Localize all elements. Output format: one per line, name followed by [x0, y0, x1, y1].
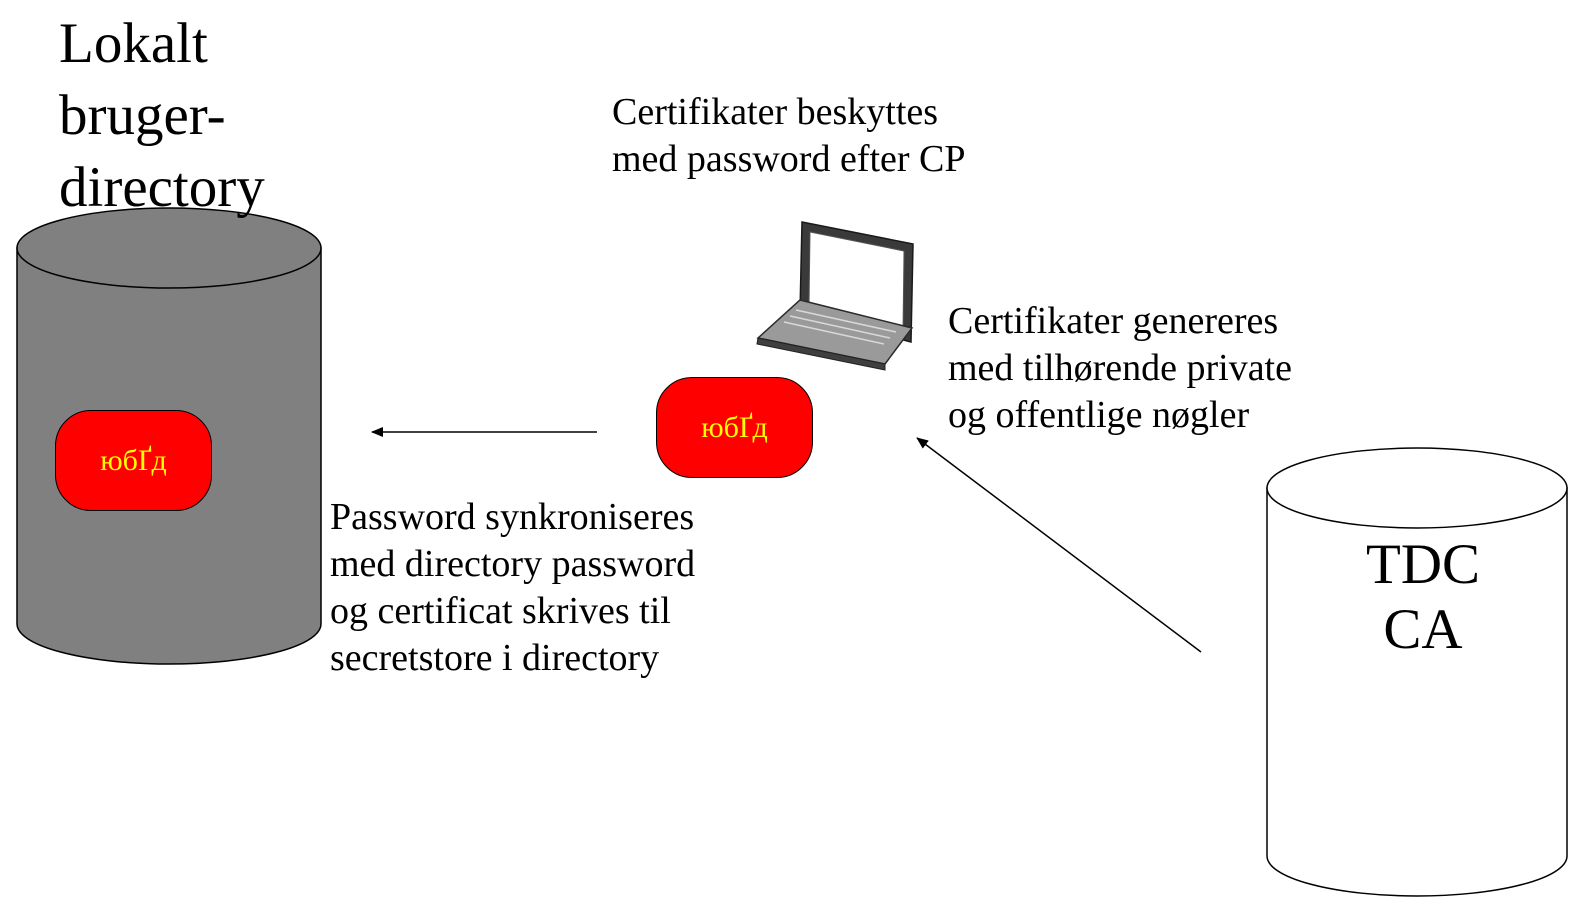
directory-secret-badge: юбҐд	[55, 410, 212, 511]
generate-note-line: med tilhørende private	[948, 347, 1292, 389]
laptop-secret-badge-label: юбҐд	[701, 410, 768, 444]
sync-note-line: og certificat skrives til	[330, 590, 671, 632]
ca-label-line: TDC	[1366, 533, 1480, 596]
sync-note-line: secretstore i directory	[330, 637, 660, 679]
ca-cylinder-body	[1266, 487, 1568, 897]
laptop-base-front-edge	[756, 337, 886, 371]
laptop-secret-badge: юбҐд	[656, 377, 813, 478]
ca-cylinder	[1266, 447, 1568, 897]
laptop-icon	[756, 221, 914, 371]
issue-arrow	[916, 437, 1202, 653]
laptop-key-row	[795, 309, 897, 333]
sync-note-line: med directory password	[330, 543, 696, 585]
ca-cylinder-top	[1266, 447, 1568, 529]
generate-note-line: og offentlige nøgler	[948, 394, 1250, 436]
laptop-key-row	[783, 321, 885, 345]
directory-title-line: directory	[59, 156, 265, 219]
directory-secret-badge-label: юбҐд	[100, 443, 167, 477]
ca-label-line: CA	[1383, 598, 1463, 661]
ca-label: TDC CA	[1268, 532, 1578, 662]
directory-cylinder-top	[16, 207, 322, 289]
protect-note-line: Certifikater beskyttes	[612, 91, 939, 133]
generate-note: Certifikater genereres med tilhørende pr…	[948, 298, 1292, 439]
generate-note-line: Certifikater genereres	[948, 300, 1279, 342]
directory-title-line: bruger-	[59, 84, 226, 147]
sync-note-line: Password synkroniseres	[330, 496, 695, 538]
protect-note: Certifikater beskyttes med password efte…	[612, 89, 966, 183]
directory-title-line: Lokalt	[59, 12, 208, 75]
directory-title: Lokalt bruger- directory	[59, 8, 265, 224]
sync-note: Password synkroniseres med directory pas…	[330, 494, 695, 682]
laptop-key-row	[789, 315, 891, 339]
protect-note-line: med password efter CP	[612, 138, 966, 180]
